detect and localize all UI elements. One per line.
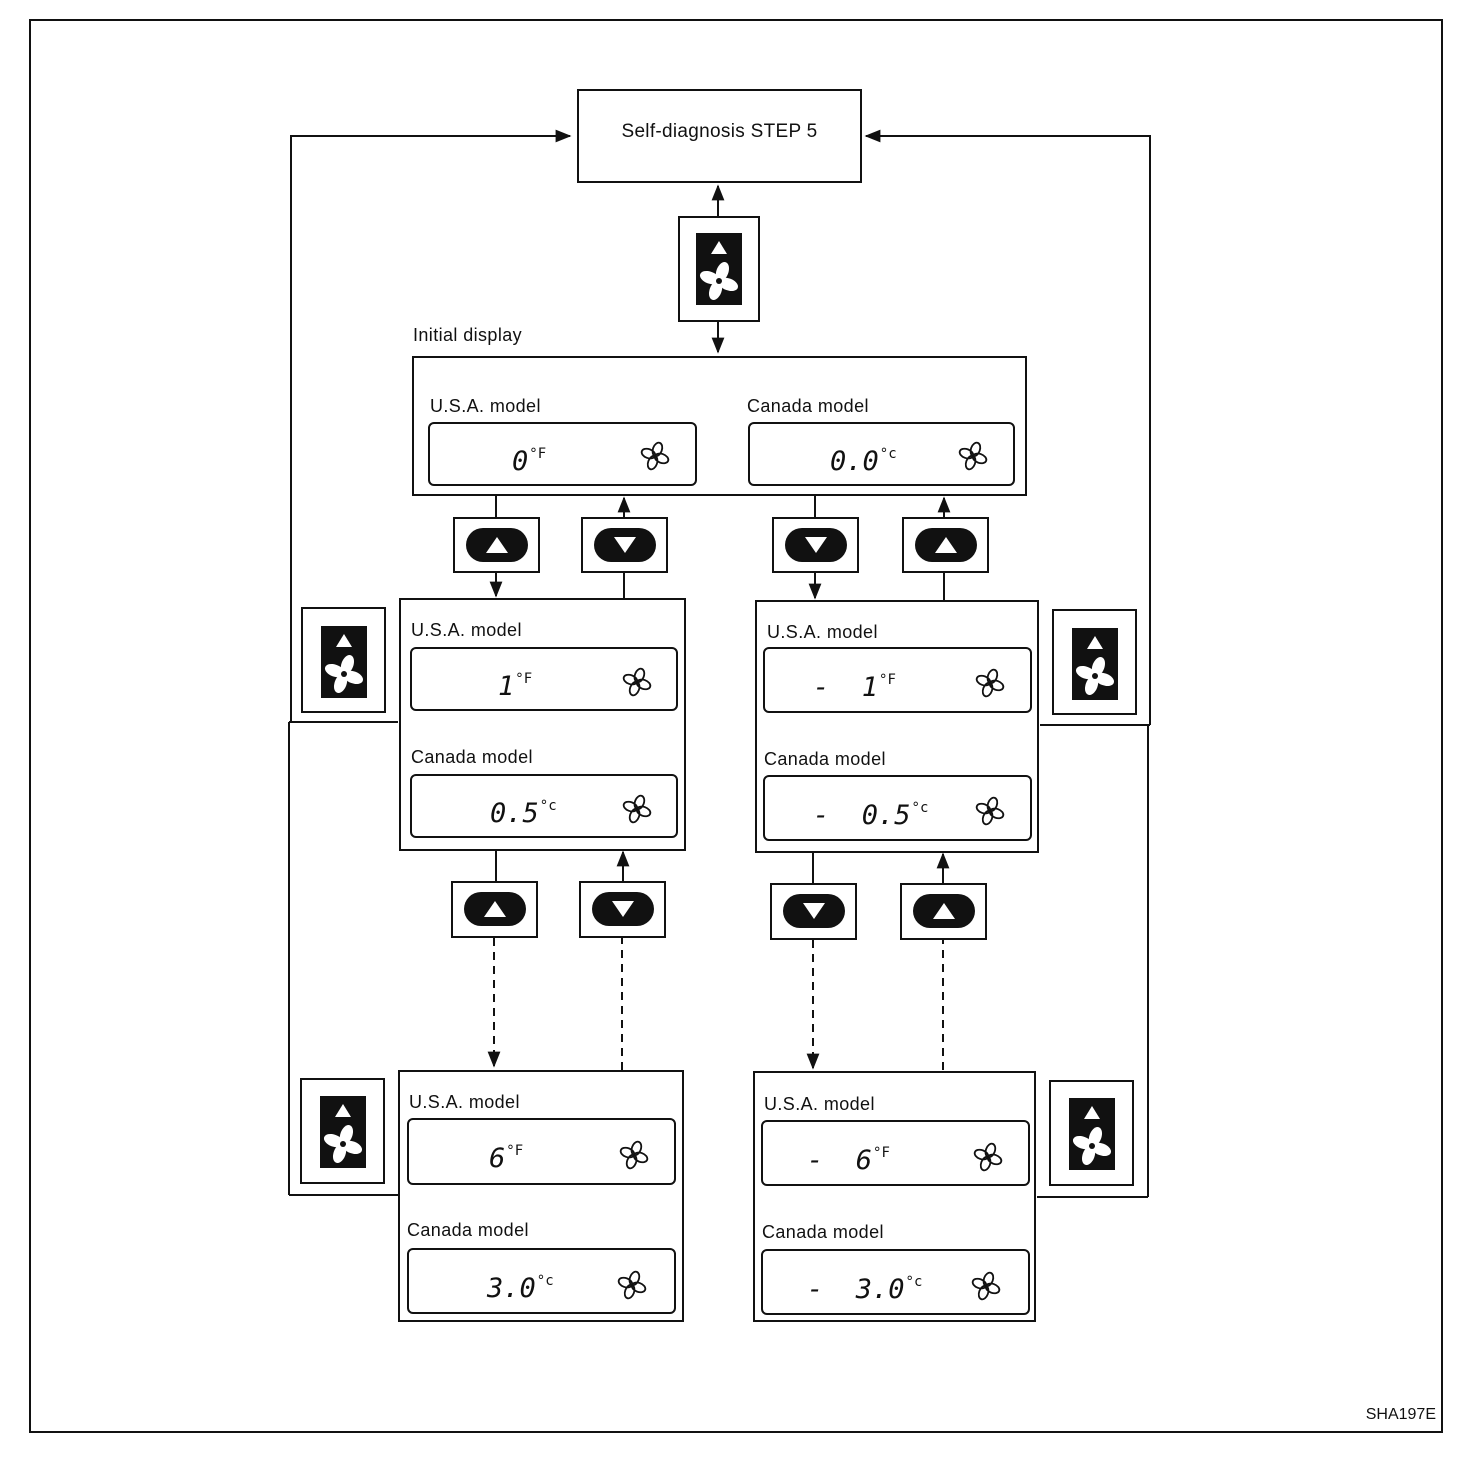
canada-reading: 0.5°c xyxy=(490,798,557,829)
canada-reading: 0.0°c xyxy=(830,446,897,477)
fan-icon xyxy=(622,794,652,824)
triangle-up-icon xyxy=(935,537,957,553)
fan-icon xyxy=(973,1142,1003,1172)
usa-reading: 0°F xyxy=(512,446,547,477)
fan-up-button-icon xyxy=(323,1104,363,1164)
canada-model-label: Canada model xyxy=(762,1222,884,1242)
fan-button-face xyxy=(1072,628,1118,700)
triangle-up-icon xyxy=(484,901,506,917)
self-diagnosis-step-box: Self-diagnosis STEP 5 xyxy=(577,89,862,183)
fan-icon xyxy=(975,668,1005,698)
usa-lcd: 0°F xyxy=(428,422,697,486)
down-button[interactable] xyxy=(770,883,857,940)
canada-lcd: 0.5°c xyxy=(410,774,678,838)
canada-model-label: Canada model xyxy=(747,396,869,416)
canada-reading: 3.0°c xyxy=(487,1273,554,1304)
canada-lcd: 3.0°c xyxy=(407,1248,676,1314)
usa-reading: 6°F xyxy=(489,1143,524,1174)
triangle-down-icon xyxy=(612,901,634,917)
increase-step-panel: U.S.A. model 1°F Canada model 0.5°c xyxy=(399,598,686,851)
usa-model-label: U.S.A. model xyxy=(409,1092,520,1112)
up-button[interactable] xyxy=(900,883,987,940)
down-button[interactable] xyxy=(579,881,666,938)
fan-up-button[interactable] xyxy=(1052,609,1137,715)
initial-display-panel: U.S.A. model 0°F Canada model 0.0°c xyxy=(412,356,1027,496)
triangle-down-icon xyxy=(803,903,825,919)
fan-up-button-icon xyxy=(1072,1106,1112,1166)
fan-button-face xyxy=(321,626,367,698)
triangle-up-icon xyxy=(933,903,955,919)
up-button[interactable] xyxy=(451,881,538,938)
fan-icon xyxy=(958,441,988,471)
usa-reading: 1°F xyxy=(498,671,533,702)
fan-up-button-icon xyxy=(1075,636,1115,696)
fan-button-face xyxy=(320,1096,366,1168)
triangle-down-icon xyxy=(805,537,827,553)
up-button[interactable] xyxy=(453,517,540,573)
usa-lcd: - 6°F xyxy=(761,1120,1030,1186)
fan-icon xyxy=(971,1271,1001,1301)
figure-frame xyxy=(29,19,1443,1433)
canada-reading: - 0.5°c xyxy=(813,800,929,831)
fan-up-button[interactable] xyxy=(1049,1080,1134,1186)
canada-lcd: - 3.0°c xyxy=(761,1249,1030,1315)
triangle-down-icon xyxy=(614,537,636,553)
right-loop-line xyxy=(864,129,1151,725)
up-button[interactable] xyxy=(902,517,989,573)
usa-model-label: U.S.A. model xyxy=(767,622,878,642)
fan-up-button[interactable] xyxy=(678,216,760,322)
canada-lcd: - 0.5°c xyxy=(763,775,1032,841)
canada-lcd: 0.0°c xyxy=(748,422,1015,486)
usa-reading: - 6°F xyxy=(807,1145,890,1176)
initial-display-caption: Initial display xyxy=(413,325,523,345)
canada-model-label: Canada model xyxy=(407,1220,529,1240)
decrease-max-panel: U.S.A. model - 6°F Canada model - 3.0°c xyxy=(753,1071,1036,1322)
canada-model-label: Canada model xyxy=(411,747,533,767)
fan-icon xyxy=(640,441,670,471)
fan-icon xyxy=(622,667,652,697)
fan-button-face xyxy=(696,233,742,305)
usa-model-label: U.S.A. model xyxy=(430,396,541,416)
usa-lcd: 1°F xyxy=(410,647,678,711)
fan-up-button[interactable] xyxy=(300,1078,385,1184)
fan-icon xyxy=(619,1140,649,1170)
fan-up-button[interactable] xyxy=(301,607,386,713)
figure-code: SHA197E xyxy=(1365,1406,1436,1423)
usa-lcd: 6°F xyxy=(407,1118,676,1185)
fan-button-face xyxy=(1069,1098,1115,1170)
usa-model-label: U.S.A. model xyxy=(411,620,522,640)
usa-lcd: - 1°F xyxy=(763,647,1032,713)
usa-model-label: U.S.A. model xyxy=(764,1094,875,1114)
down-button[interactable] xyxy=(772,517,859,573)
fan-icon xyxy=(617,1270,647,1300)
fan-icon xyxy=(975,796,1005,826)
usa-reading: - 1°F xyxy=(813,672,896,703)
canada-reading: - 3.0°c xyxy=(807,1274,923,1305)
fan-up-button-icon xyxy=(699,241,739,301)
canada-model-label: Canada model xyxy=(764,749,886,769)
triangle-up-icon xyxy=(486,537,508,553)
increase-max-panel: U.S.A. model 6°F Canada model 3.0°c xyxy=(398,1070,684,1322)
fan-up-button-icon xyxy=(324,634,364,694)
down-button[interactable] xyxy=(581,517,668,573)
step-box-label: Self-diagnosis STEP 5 xyxy=(621,121,818,142)
decrease-step-panel: U.S.A. model - 1°F Canada model - 0.5°c xyxy=(755,600,1039,853)
